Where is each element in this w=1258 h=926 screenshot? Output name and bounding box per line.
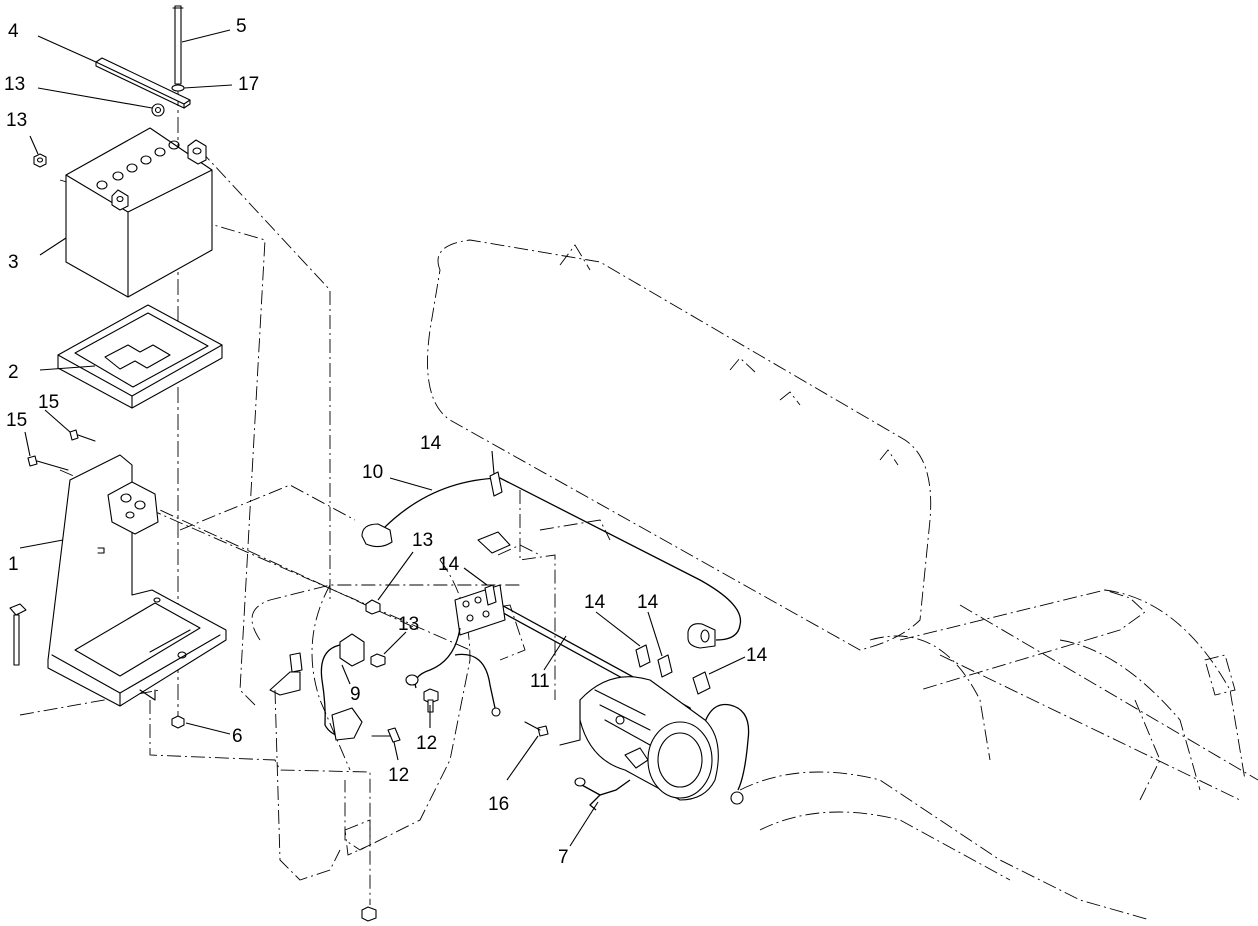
callout-14-right-b: 14	[637, 592, 659, 613]
callout-17: 17	[238, 74, 259, 95]
standalone-bolt	[9, 603, 27, 666]
terminal-block	[454, 531, 511, 636]
callout-14-far-right: 14	[746, 645, 768, 666]
bottom-nut	[361, 906, 377, 922]
hold-down-bar-part-4	[95, 57, 191, 109]
bracket-solenoid	[107, 481, 159, 535]
bolt-part-15-lower	[27, 455, 69, 471]
callout-13-left: 13	[6, 110, 27, 131]
clamp-part-14-far-right	[692, 671, 711, 695]
washer-part-17	[171, 84, 185, 92]
nut-part-13-mid-lower	[370, 653, 386, 668]
callout-16: 16	[488, 794, 509, 815]
callout-10: 10	[362, 462, 383, 483]
callout-7: 7	[558, 847, 569, 868]
bolt-part-15-upper	[69, 429, 96, 442]
cable-part-7	[574, 777, 631, 811]
clamp-part-14-right-a	[635, 644, 651, 668]
callout-15-upper: 15	[38, 392, 59, 413]
callout-labels: 1 2 3 4 5 17 13 13 15 15 6 10 14 13 14 1…	[4, 16, 768, 868]
clamp-part-14-mid	[484, 584, 497, 606]
bolt-part-12-upper	[423, 688, 439, 713]
bolt-part-16	[524, 721, 549, 737]
callout-15-lower: 15	[6, 410, 27, 431]
nut-part-13-left	[33, 153, 47, 168]
ground-wires	[405, 627, 750, 805]
callout-14-top: 14	[420, 433, 442, 454]
nut-part-6	[171, 715, 185, 729]
callout-12-upper: 12	[416, 733, 437, 754]
nut-part-13-mid-upper	[365, 599, 381, 615]
callout-12-lower: 12	[388, 765, 409, 786]
callout-14-mid: 14	[438, 554, 460, 575]
nut-part-13-top	[151, 103, 165, 117]
leader-lines	[19, 29, 746, 847]
phantom-battery-mount-frame	[251, 490, 611, 881]
battery-rod-part-5	[172, 5, 184, 85]
callout-3: 3	[8, 252, 19, 273]
callout-13-mid-lower: 13	[398, 614, 419, 635]
phantom-engine-cover	[427, 239, 932, 651]
clamp-part-14-right-b	[657, 654, 673, 678]
callout-11: 11	[530, 671, 550, 692]
callout-13-mid-upper: 13	[412, 530, 433, 551]
cable-part-10	[361, 477, 742, 649]
phantom-frame-rail	[739, 589, 1258, 921]
cable-part-9	[269, 633, 365, 741]
callout-1: 1	[8, 554, 19, 575]
callout-6: 6	[232, 726, 243, 747]
battery-tray-part-2	[57, 304, 223, 409]
callout-14-right-a: 14	[584, 592, 606, 613]
callout-9: 9	[350, 684, 361, 705]
battery-part-3	[65, 127, 213, 298]
bolt-part-12-lower	[371, 727, 401, 743]
callout-2: 2	[8, 362, 19, 383]
callout-5: 5	[236, 16, 247, 37]
starter-motor	[559, 676, 719, 801]
callout-4: 4	[8, 21, 19, 42]
callout-13-top: 13	[4, 74, 25, 95]
clamp-part-14-top	[489, 471, 503, 497]
battery-bracket-part-1	[47, 454, 227, 707]
